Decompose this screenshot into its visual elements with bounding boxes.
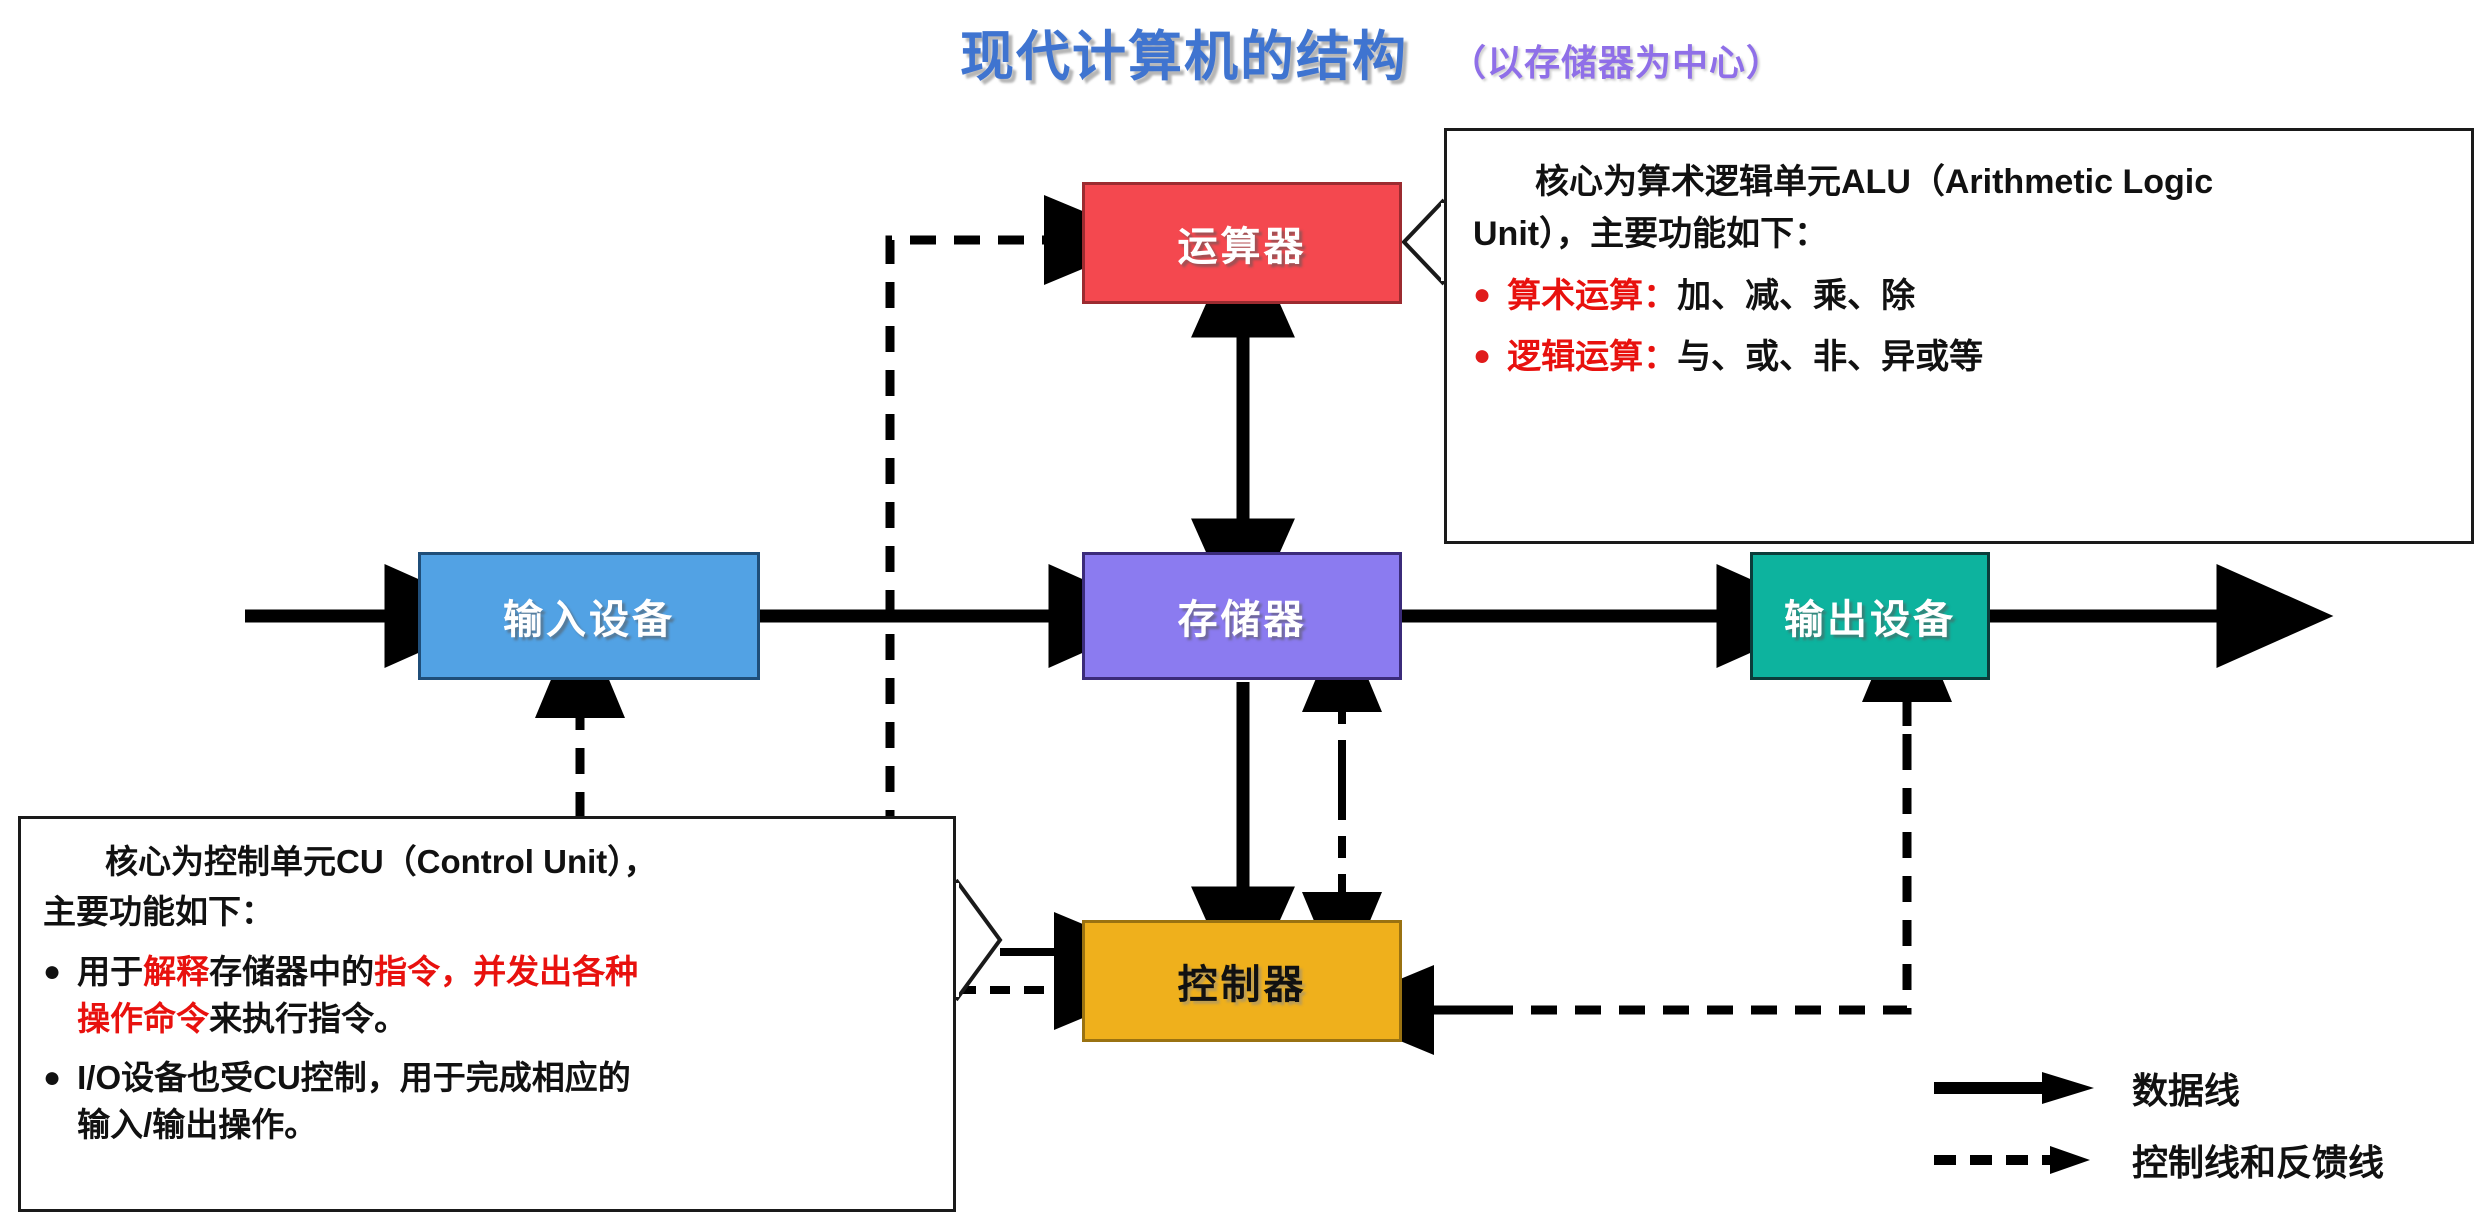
- legend-item-control-line: 控制线和反馈线: [1930, 1124, 2460, 1196]
- cu-note-line-2: 主要功能如下：: [43, 893, 274, 931]
- cu-note-bullet-2: ● I/O设备也受CU控制，用于完成相应的 输入/输出操作。: [43, 1055, 931, 1149]
- title-subtitle-text: （以存储器为中心）: [1450, 42, 1784, 83]
- legend-label-control-line: 控制线和反馈线: [2132, 1142, 2385, 1183]
- cu-note-bullet-1: ● 用于解释存储器中的指令，并发出各种 操作命令来执行指令。: [43, 949, 931, 1043]
- cu-bullet-1-seg-2: 解释: [143, 953, 210, 991]
- node-control-unit[interactable]: 控制器: [1082, 920, 1402, 1042]
- alu-note-bullet-1-body: 算术运算：加、减、乘、除: [1507, 272, 1915, 320]
- cu-bullet-2-row-1: I/O设备也受CU控制，用于完成相应的: [77, 1059, 631, 1097]
- cu-bullet-1-seg-3: 存储器中的: [209, 953, 375, 991]
- cu-note-pointer: [954, 878, 1003, 1002]
- connector-output-to-control-feedback: [1430, 700, 1912, 1015]
- cu-bullet-1-seg-4: 指令，并发出各种: [374, 953, 639, 991]
- cu-bullet-1-seg-1: 用于: [77, 953, 144, 991]
- alu-bullet-1-sep: ：: [1643, 277, 1678, 316]
- node-arithmetic-unit-label: 运算器: [1177, 225, 1307, 269]
- alu-bullet-1-term: 算术运算: [1507, 277, 1644, 316]
- node-arithmetic-unit[interactable]: 运算器: [1082, 182, 1402, 304]
- legend-item-data-line: 数据线: [1930, 1052, 2460, 1124]
- alu-note-bullet-2: ● 逻辑运算：与、或、非、异或等: [1473, 333, 2445, 381]
- alu-description-callout: 核心为算术逻辑单元ALU（Arithmetic Logic Unit），主要功能…: [1444, 128, 2474, 544]
- page-title: 现代计算机的结构 （以存储器为中心）: [960, 12, 1783, 91]
- alu-bullet-2-content: 与、或、非、异或等: [1677, 337, 1984, 376]
- alu-note-line-1: 核心为算术逻辑单元ALU（Arithmetic Logic: [1535, 163, 2214, 201]
- dashed-arrow-icon: [1934, 1146, 2090, 1174]
- cu-note-bullet-1-body: 用于解释存储器中的指令，并发出各种 操作命令来执行指令。: [77, 949, 638, 1043]
- cu-bullet-2-row-2: 输入/输出操作。: [77, 1105, 318, 1143]
- node-control-unit-label: 控制器: [1177, 963, 1307, 1007]
- cu-bullet-1-seg-5: 操作命令: [77, 1000, 210, 1038]
- title-main-text: 现代计算机的结构: [960, 27, 1408, 87]
- legend-label-data-line: 数据线: [2132, 1070, 2241, 1111]
- bullet-dot-icon: ●: [43, 955, 62, 989]
- cu-bullet-1-row-2: 操作命令来执行指令。: [77, 1000, 407, 1037]
- bullet-dot-icon: ●: [43, 1061, 62, 1095]
- bullet-dot-icon: ●: [1473, 338, 1492, 372]
- alu-bullet-2-sep: ：: [1643, 337, 1678, 376]
- node-memory[interactable]: 存储器: [1082, 552, 1402, 680]
- alu-bullet-1-content: 加、减、乘、除: [1677, 277, 1916, 316]
- cu-bullet-1-row-1: 用于解释存储器中的指令，并发出各种: [77, 953, 638, 990]
- solid-arrow-icon: [1934, 1072, 2094, 1104]
- bullet-dot-icon: ●: [1473, 278, 1492, 312]
- video-player-watermark-icon: [2328, 1064, 2404, 1138]
- node-input-device-label: 输入设备: [503, 598, 675, 642]
- cu-bullet-1-seg-6: 来执行指令。: [209, 1000, 408, 1038]
- alu-note-bullet-2-body: 逻辑运算：与、或、非、异或等: [1507, 333, 1983, 381]
- node-input-device[interactable]: 输入设备: [418, 552, 760, 680]
- alu-bullet-2-term: 逻辑运算: [1507, 337, 1644, 376]
- alu-note-pointer: [1401, 198, 1446, 286]
- connector-control-to-alu-dashed: [885, 195, 1152, 880]
- cu-note-bullet-2-body: I/O设备也受CU控制，用于完成相应的 输入/输出操作。: [77, 1055, 631, 1149]
- cu-note-line-1: 核心为控制单元CU（Control Unit），: [105, 843, 657, 880]
- legend: 数据线 控制线和反馈线: [1930, 1052, 2460, 1196]
- alu-note-bullet-1: ● 算术运算：加、减、乘、除: [1473, 272, 2445, 320]
- node-memory-label: 存储器: [1177, 598, 1307, 642]
- node-output-device[interactable]: 输出设备: [1750, 552, 1990, 680]
- alu-note-line-2: Unit），主要功能如下：: [1473, 214, 1829, 253]
- node-output-device-label: 输出设备: [1784, 598, 1956, 642]
- cu-description-callout: 核心为控制单元CU（Control Unit）， 主要功能如下： ● 用于解释存…: [18, 816, 956, 1212]
